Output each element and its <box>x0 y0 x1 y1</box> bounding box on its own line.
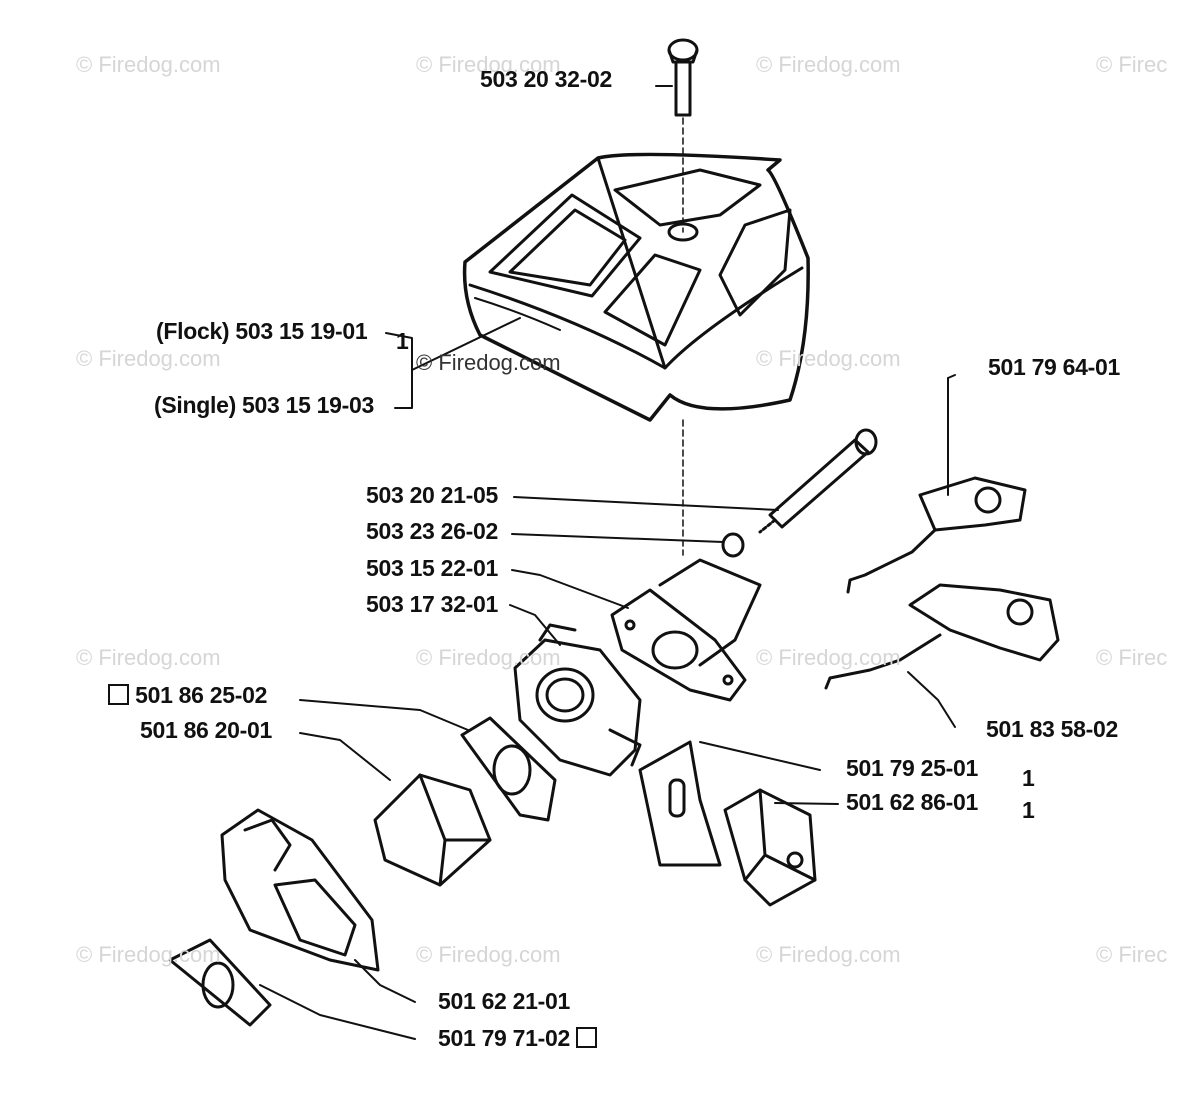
square-outline-icon <box>108 684 129 705</box>
watermark-r3c3: © Firedog.com <box>756 645 901 670</box>
watermark-r4c1: © Firedog.com <box>76 942 221 967</box>
label-choke: 501 83 58-02 <box>986 716 1118 742</box>
label-gasket: 501 86 20-01 <box>140 717 272 743</box>
filter-housing-drawing <box>373 773 492 887</box>
label-screw-top: 503 20 32-02 <box>480 66 612 92</box>
bottom-gasket-drawing <box>168 938 272 1027</box>
square-outline-icon <box>576 1027 598 1048</box>
right-plate-drawing <box>638 740 722 867</box>
carb-gasket-drawing <box>460 716 557 822</box>
frame-gasket-drawing <box>220 808 380 972</box>
watermark-r3c4: © Firec <box>1096 645 1168 670</box>
label-cover-single: (Single) 503 15 19-03 <box>154 392 374 418</box>
watermark-r1c2: © Firedog.com <box>416 52 561 77</box>
label-washer: 503 23 26-02 <box>366 518 498 544</box>
label-frame-gasket: 501 62 21-01 <box>438 988 570 1014</box>
choke-assembly-lower-drawing <box>824 583 1060 690</box>
air-filter-cover-drawing <box>462 152 810 422</box>
label-mark-3: 1 <box>396 328 409 354</box>
label-filter-block: 501 62 86-01 <box>846 789 978 815</box>
filter-block-drawing <box>723 788 817 907</box>
label-bolt: 503 20 21-05 <box>366 482 498 508</box>
top-screw-drawing <box>667 38 699 233</box>
watermark-r3c2: © Firedog.com <box>416 645 561 670</box>
watermark-r4c3: © Firedog.com <box>756 942 901 967</box>
intake-flange-drawing <box>610 558 762 702</box>
watermark-r1c3: © Firedog.com <box>756 52 901 77</box>
label-mark-1: 1 <box>1022 765 1035 791</box>
label-rod-right: 501 79 64-01 <box>988 354 1120 380</box>
label-bottom-gasket-text: 501 79 71-02 <box>438 1025 570 1051</box>
watermark-r2c2: © Firedog.com <box>416 350 561 375</box>
label-kit-text: 501 86 25-02 <box>135 682 268 708</box>
watermark-r1c1: © Firedog.com <box>76 52 221 77</box>
long-bolt-drawing <box>758 428 878 534</box>
label-kit: 501 86 25-02 <box>108 682 267 709</box>
label-bottom-gasket: 501 79 71-02 <box>438 1025 598 1052</box>
washer-drawing <box>721 532 745 558</box>
watermark-r4c4: © Firec <box>1096 942 1168 967</box>
label-intake: 503 15 22-01 <box>366 555 498 581</box>
watermark-r1c4: © Firec <box>1096 52 1168 77</box>
watermark-r2c1: © Firedog.com <box>76 346 221 371</box>
label-mark-2: 1 <box>1022 797 1035 823</box>
carburetor-drawing <box>513 623 642 777</box>
choke-rod-upper-drawing <box>846 377 1027 594</box>
watermark-r4c2: © Firedog.com <box>416 942 561 967</box>
watermark-r2c3: © Firedog.com <box>756 346 901 371</box>
label-carb: 503 17 32-01 <box>366 591 498 617</box>
label-plate: 501 79 25-01 <box>846 755 978 781</box>
watermark-r3c1: © Firedog.com <box>76 645 221 670</box>
label-cover-flock: (Flock) 503 15 19-01 <box>156 318 368 344</box>
